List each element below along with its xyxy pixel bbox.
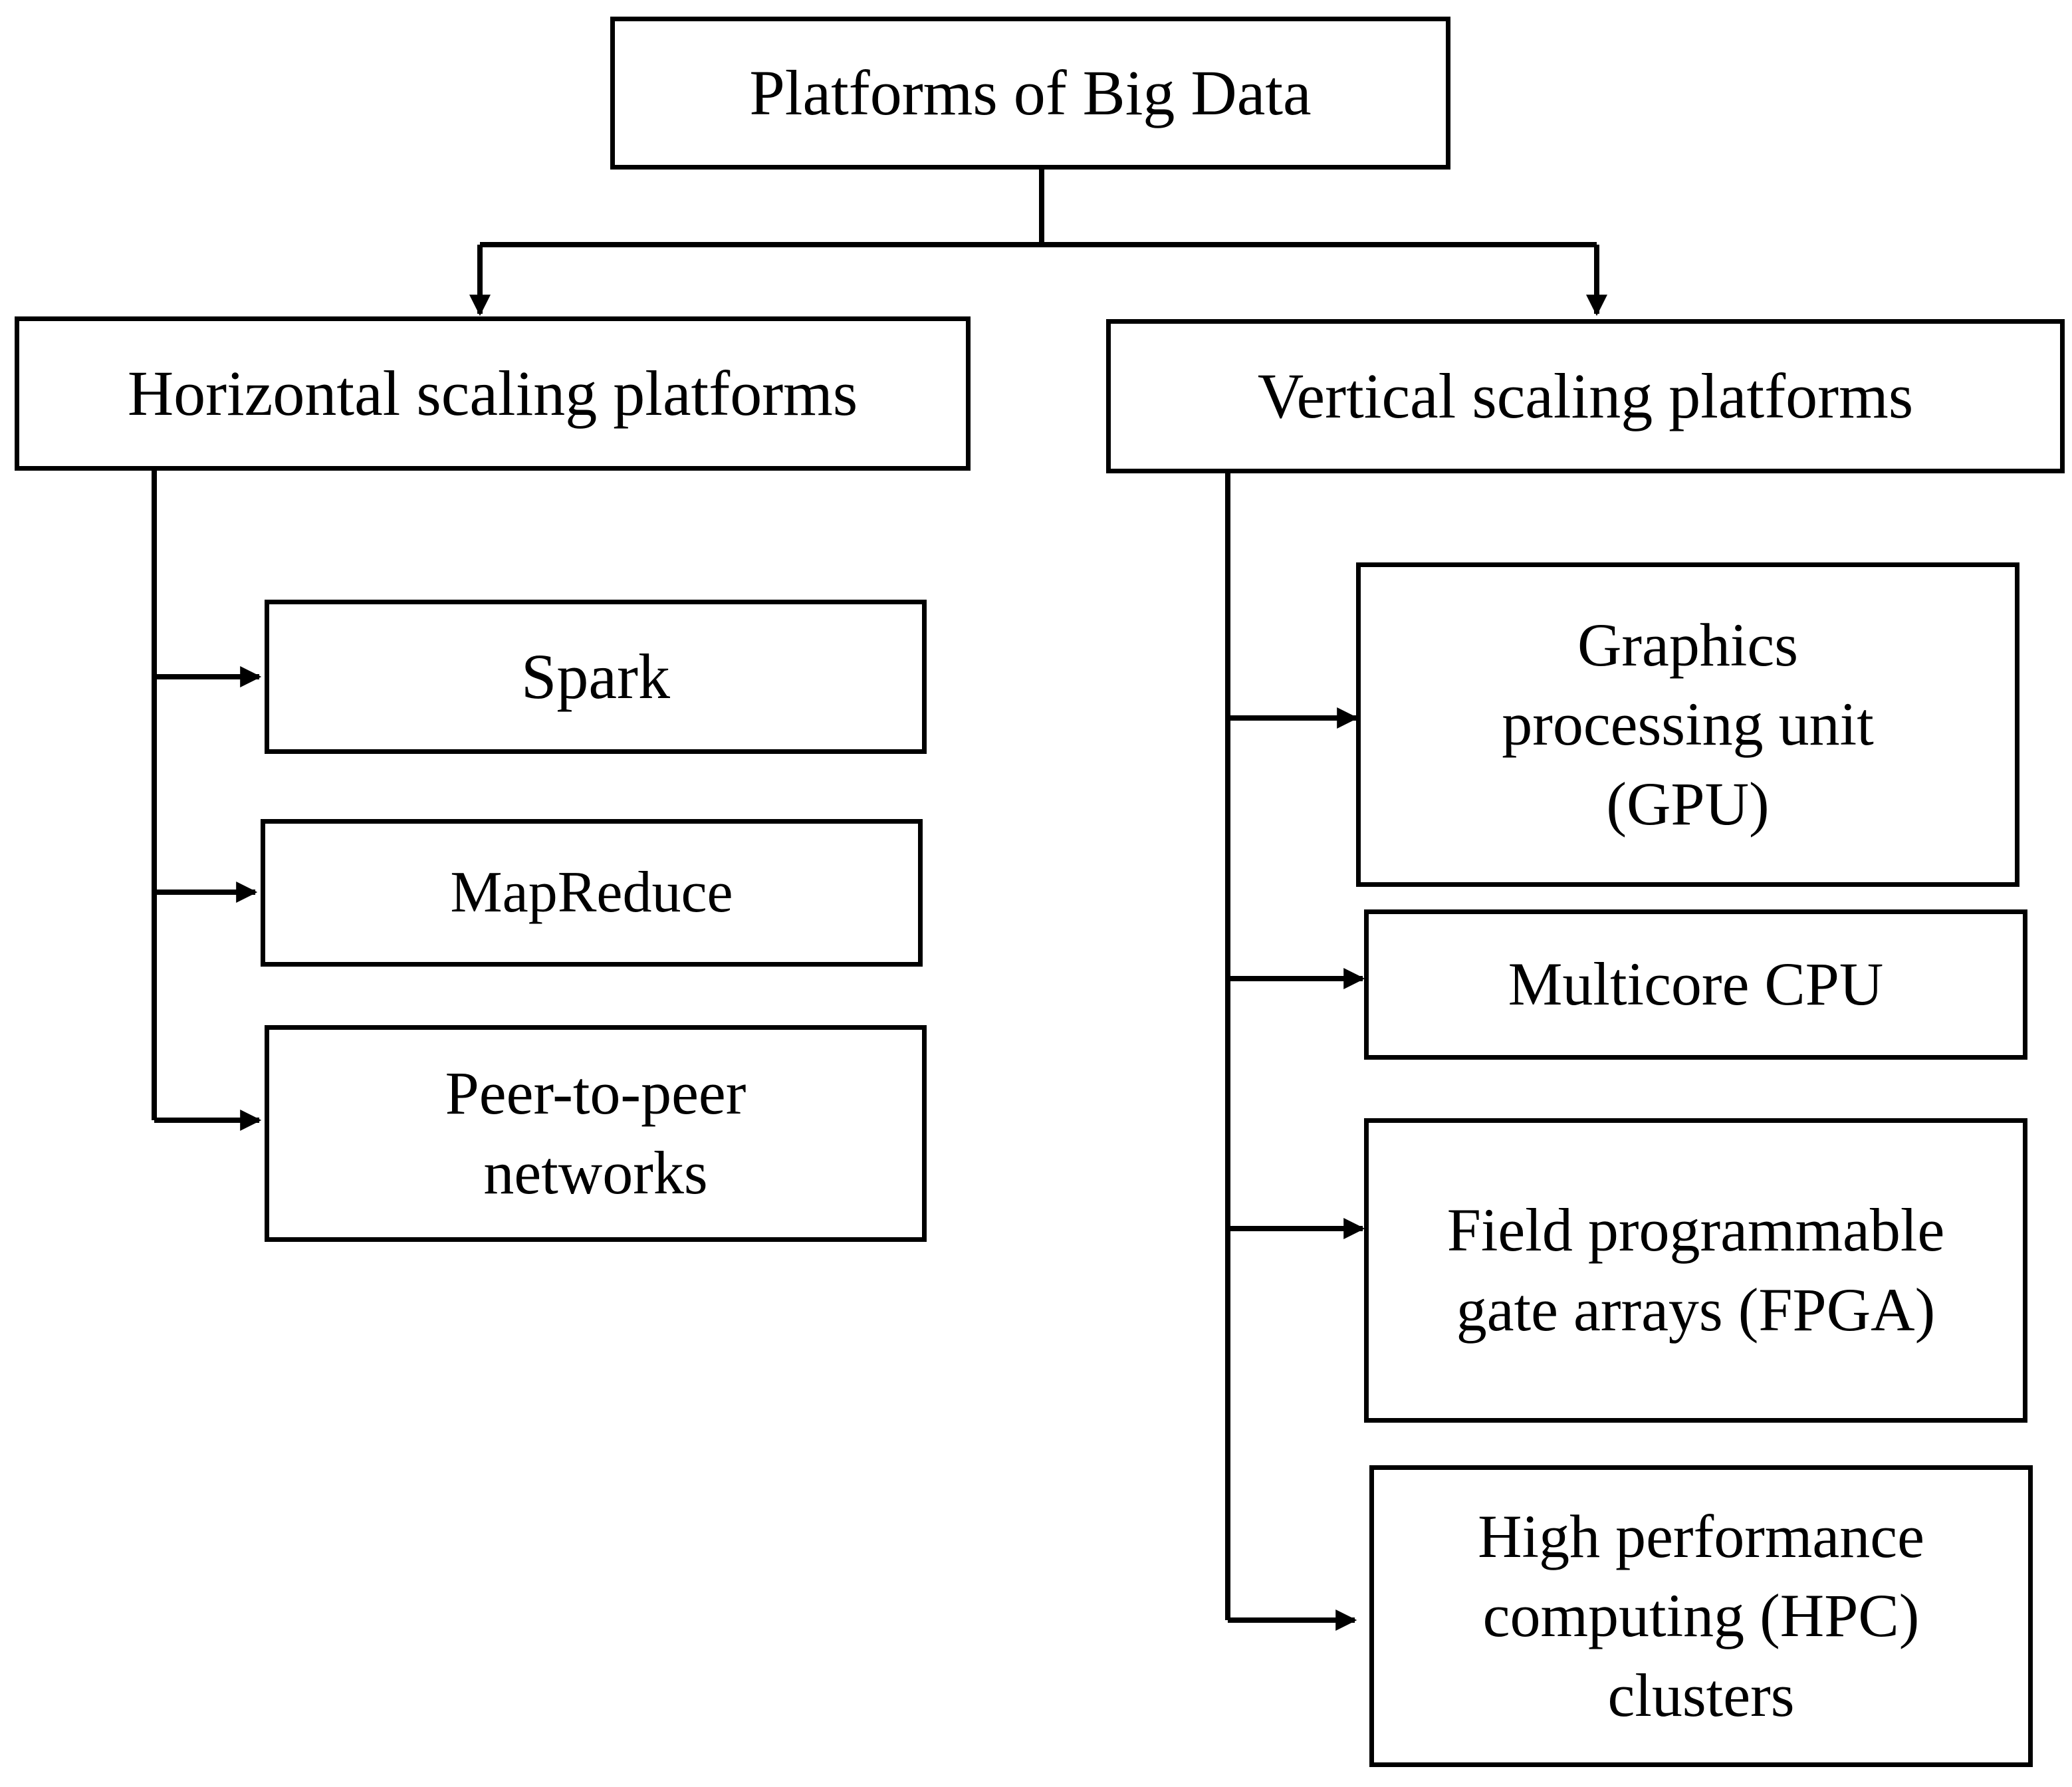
vertical-scaling-label: Vertical scaling platforms [1257, 360, 1914, 431]
gpu-box: Graphics processing unit (GPU) [1356, 562, 2019, 887]
p2p-label: Peer-to-peer networks [445, 1059, 747, 1207]
fpga-label: Field programmable gate arrays (FPGA) [1446, 1196, 1945, 1344]
root-node-label: Platforms of Big Data [749, 57, 1312, 128]
multicore-cpu-label: Multicore CPU [1508, 950, 1884, 1018]
p2p-box: Peer-to-peer networks [265, 1025, 927, 1242]
hpc-label: High performance computing (HPC) cluster… [1478, 1502, 1924, 1729]
spark-box: Spark [265, 600, 927, 754]
spark-label: Spark [521, 640, 670, 712]
horizontal-scaling-label: Horizontal scaling platforms [127, 357, 858, 429]
multicore-cpu-box: Multicore CPU [1364, 909, 2027, 1060]
gpu-label: Graphics processing unit (GPU) [1502, 610, 1874, 838]
hpc-box: High performance computing (HPC) cluster… [1369, 1465, 2033, 1767]
mapreduce-label: MapReduce [450, 860, 733, 925]
root-node-box: Platforms of Big Data [610, 17, 1450, 170]
fpga-box: Field programmable gate arrays (FPGA) [1364, 1118, 2027, 1423]
mapreduce-box: MapReduce [261, 819, 923, 967]
vertical-scaling-box: Vertical scaling platforms [1106, 319, 2065, 473]
horizontal-scaling-box: Horizontal scaling platforms [15, 316, 971, 471]
